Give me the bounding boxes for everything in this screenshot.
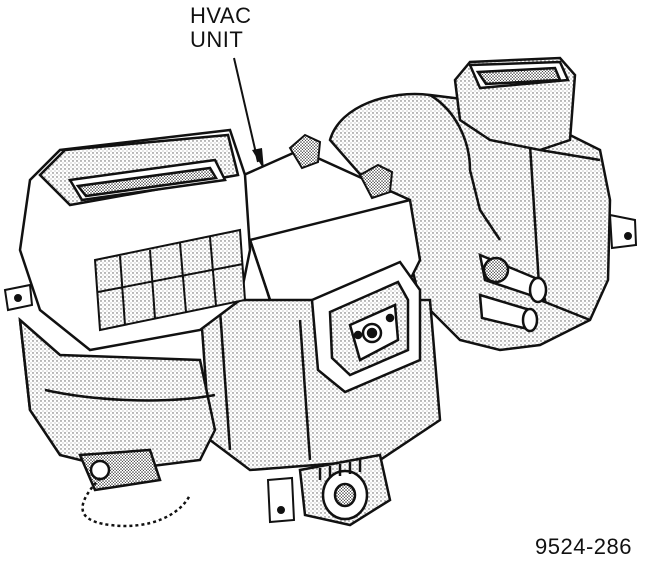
- blower-motor: [298, 453, 392, 527]
- inlet-filter-grille: [93, 228, 247, 332]
- figure-id-label: 9524-286: [535, 534, 632, 559]
- top-retaining-clips: [288, 133, 394, 200]
- top-outlet-duct: [453, 56, 577, 152]
- evaporator-case: [18, 316, 217, 472]
- drain-bracket: [266, 476, 296, 524]
- mounting-bracket-right: [608, 213, 638, 250]
- callout-leader-arrow: [233, 57, 264, 170]
- hvac-unit-callout: HVAC UNIT: [190, 4, 252, 52]
- callout-line-1: HVAC: [190, 3, 252, 28]
- mounting-bracket-left: [3, 283, 34, 312]
- wiring-connector: [78, 448, 192, 528]
- callout-line-2: UNIT: [190, 27, 244, 52]
- blend-door-actuator: [310, 260, 422, 394]
- heater-core-pipes: [478, 252, 548, 333]
